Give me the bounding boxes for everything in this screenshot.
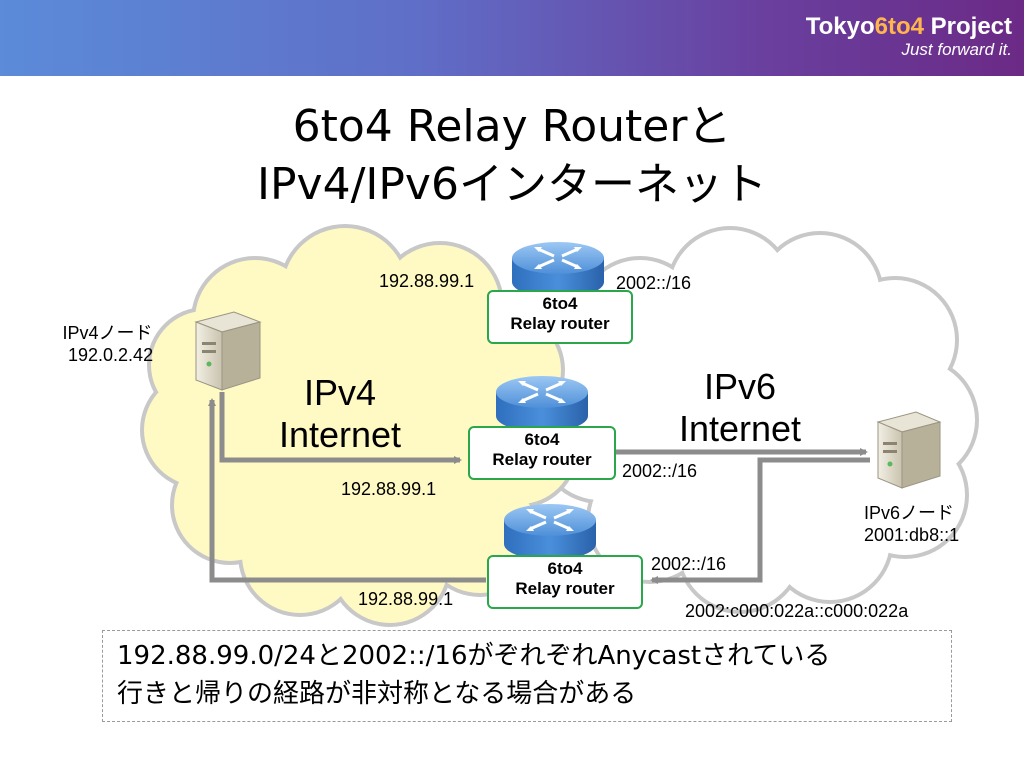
ipv6-node-address: 2001:db8::1 <box>864 525 960 545</box>
ipv6-internet-line1: IPv6 <box>703 366 777 407</box>
router-2-ipv4-address: 192.88.99.1 <box>341 479 437 499</box>
ipv4-internet-line2: Internet <box>278 414 402 455</box>
note-line2: 行きと帰りの経路が非対称となる場合がある <box>117 679 637 709</box>
router-3-line2: Relay router <box>515 579 615 598</box>
router-2-line1: 6to4 <box>524 430 560 449</box>
slide-title-line1: 6to4 Relay Routerと <box>292 101 732 152</box>
router-2-ipv6-prefix: 2002::/16 <box>622 461 698 481</box>
ipv4-node-name: IPv4ノード <box>62 323 153 343</box>
brand-highlight: 6to4 <box>874 13 924 40</box>
server-icon <box>876 411 942 489</box>
return-path-arrows <box>208 398 870 584</box>
router-1-line2: Relay router <box>510 314 610 333</box>
ipv4-internet-label: IPv4 Internet <box>262 372 418 456</box>
ipv4-node-address: 192.0.2.42 <box>68 345 154 365</box>
router-1-label-box: 6to4 Relay router <box>487 290 633 344</box>
router-icon <box>512 242 604 298</box>
note-box: 192.88.99.0/24と2002::/16がぞれぞれAnycastされてい… <box>102 630 952 722</box>
server-icon <box>194 311 262 391</box>
brand-prefix: Tokyo <box>805 13 875 40</box>
forward-path-arrows <box>219 392 868 464</box>
router-3-ipv6-prefix: 2002::/16 <box>651 554 727 574</box>
router-1-ipv6-prefix: 2002::/16 <box>616 273 692 293</box>
header-bar: Tokyo6to4 Project Just forward it. <box>0 0 1024 76</box>
ipv6-node-label: IPv6ノード 2001:db8::1 <box>864 502 959 546</box>
router-icon <box>496 376 588 432</box>
router-2-label-box: 6to4 Relay router <box>468 426 616 480</box>
router-1-ipv4-address: 192.88.99.1 <box>379 271 475 291</box>
ipv4-internet-line1: IPv4 <box>303 372 377 413</box>
router-icon <box>504 504 596 560</box>
router-1-line1: 6to4 <box>542 294 578 313</box>
ipv6-internet-line2: Internet <box>678 408 802 449</box>
brand-title: Tokyo6to4 Project <box>806 14 1012 40</box>
router-3-line1: 6to4 <box>547 559 583 578</box>
brand-suffix: Project <box>923 13 1012 40</box>
router-3-label-box: 6to4 Relay router <box>487 555 643 609</box>
slide-title-line2: IPv4/IPv6インターネット <box>257 159 767 210</box>
note-line1: 192.88.99.0/24と2002::/16がぞれぞれAnycastされてい… <box>117 641 831 671</box>
ipv4-node-label: IPv4ノード 192.0.2.42 <box>62 322 154 366</box>
ipv6-node-name: IPv6ノード <box>864 503 955 523</box>
router-2-line2: Relay router <box>492 450 592 469</box>
six-to-four-address: 2002:c000:022a::c000:022a <box>685 601 909 621</box>
brand-tagline: Just forward it. <box>901 40 1012 59</box>
slide-title: 6to4 Relay Routerと IPv4/IPv6インターネット <box>0 98 1024 214</box>
brand: Tokyo6to4 Project Just forward it. <box>806 14 1012 60</box>
router-3-ipv4-address: 192.88.99.1 <box>358 589 454 609</box>
ipv6-internet-label: IPv6 Internet <box>662 366 818 450</box>
